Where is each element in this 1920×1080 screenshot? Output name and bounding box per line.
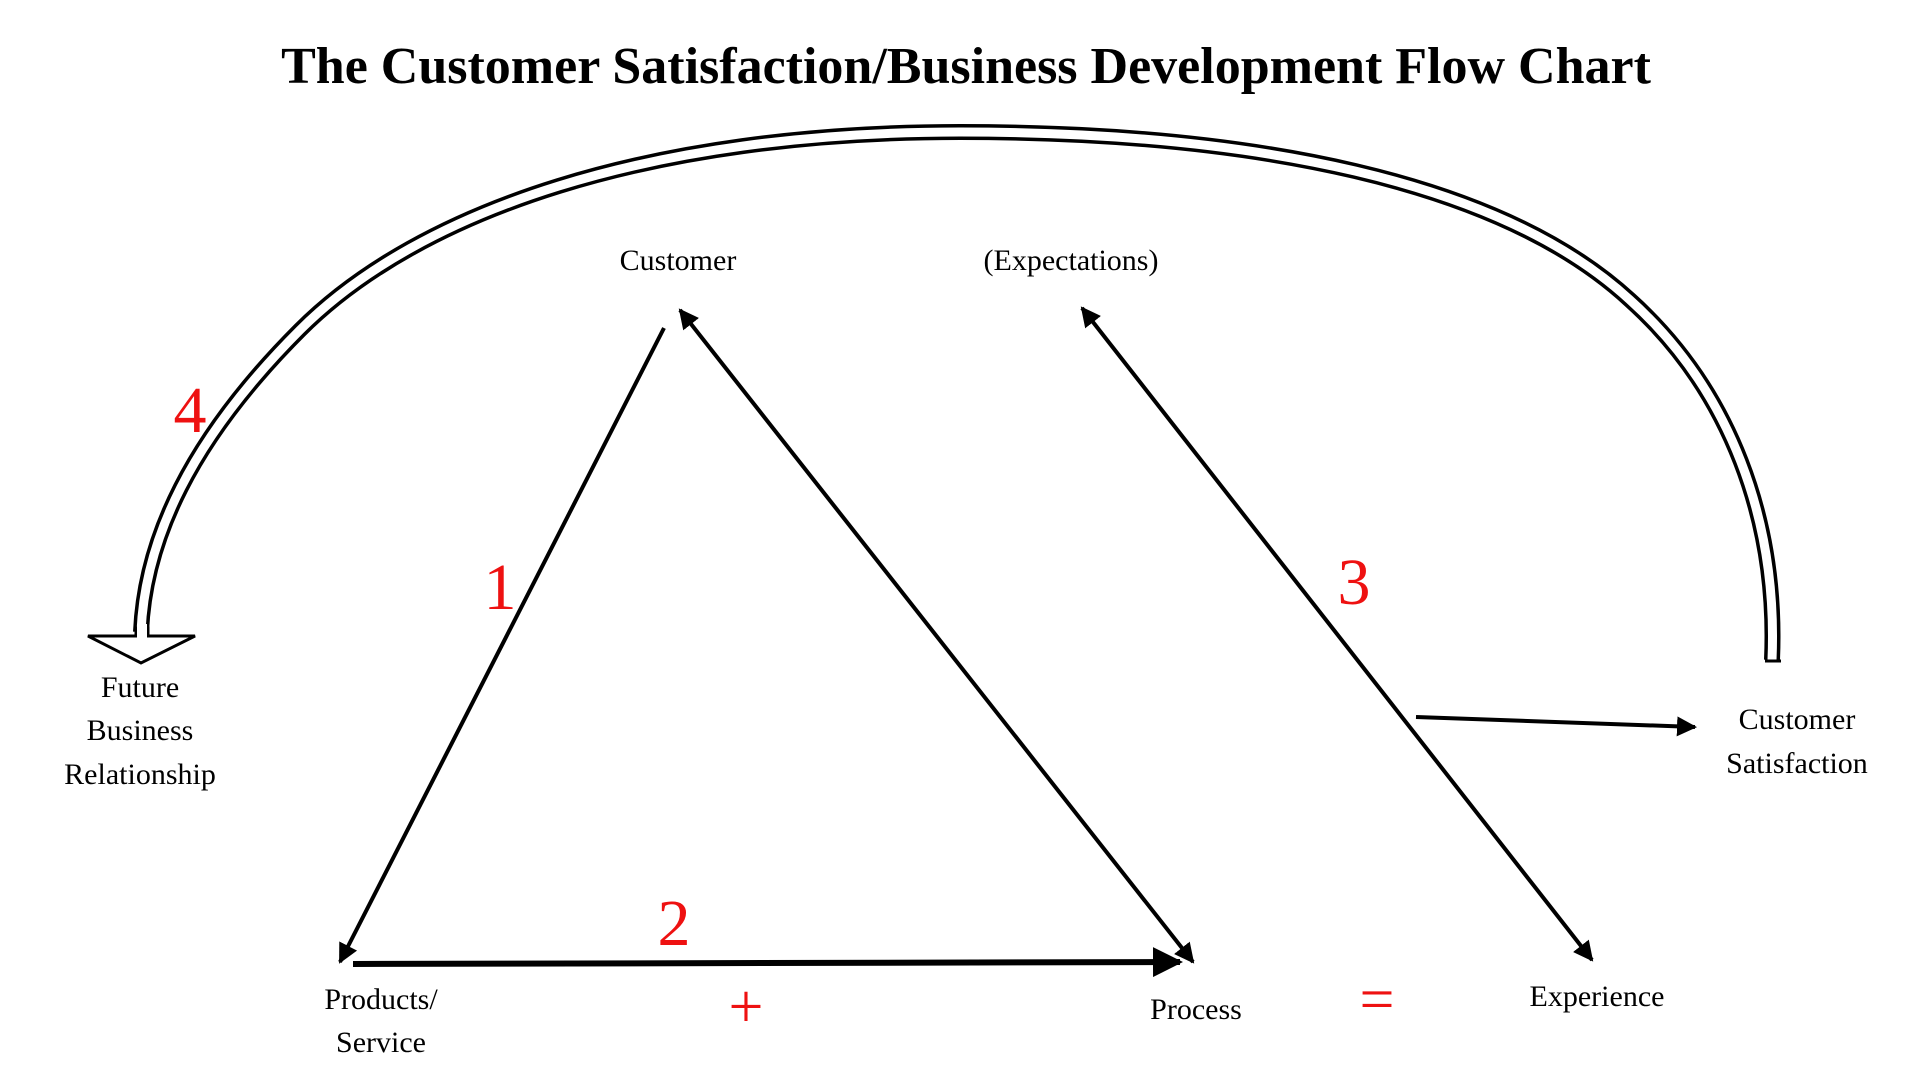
node-expectations: (Expectations) xyxy=(984,244,1159,277)
node-customer: Customer xyxy=(620,244,737,277)
chart-title: The Customer Satisfaction/Business Devel… xyxy=(281,38,1651,95)
arrow-experience-expectations xyxy=(1080,306,1594,962)
step-number-1: 1 xyxy=(484,551,517,624)
arrow-customer-to-products xyxy=(338,327,666,964)
node-experience: Experience xyxy=(1530,980,1665,1013)
satisfaction-line-2: Satisfaction xyxy=(1726,747,1868,780)
arrow-products-to-process xyxy=(352,947,1183,978)
step-number-4: 4 xyxy=(174,374,207,447)
step-number-2: 2 xyxy=(658,887,691,960)
arrow-to-customer-satisfaction xyxy=(1415,715,1697,737)
future-line-1: Future xyxy=(101,671,179,704)
hollow-down-arrow-icon xyxy=(87,626,196,665)
future-line-2: Business xyxy=(87,714,194,747)
satisfaction-line-1: Customer xyxy=(1739,703,1856,736)
node-customer-satisfaction: Customer Satisfaction xyxy=(1726,703,1868,780)
products-line-1: Products/ xyxy=(324,983,438,1016)
node-process: Process xyxy=(1150,993,1242,1026)
equals-operator: = xyxy=(1360,966,1395,1034)
future-line-3: Relationship xyxy=(64,758,216,791)
plus-operator: + xyxy=(729,973,764,1041)
node-future-business-relationship: Future Business Relationship xyxy=(64,671,216,791)
step-number-3: 3 xyxy=(1338,546,1371,619)
products-line-2: Service xyxy=(336,1026,426,1059)
node-products-service: Products/ Service xyxy=(324,983,438,1059)
arrow-process-to-customer xyxy=(678,308,1195,964)
feedback-arc-arrow xyxy=(87,123,1781,665)
